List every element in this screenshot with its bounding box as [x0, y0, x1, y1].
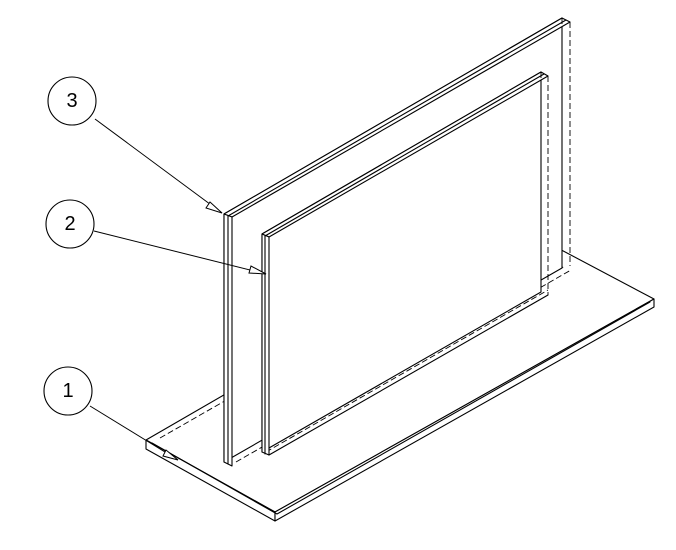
- balloon-2-label: 2: [64, 213, 75, 235]
- front-panel-edge-line: [264, 73, 545, 237]
- rear-panel-edge-line: [227, 19, 567, 217]
- balloon-3-circle: [47, 76, 97, 126]
- base-plate-edge-line: [151, 301, 651, 515]
- arrowhead-2: [248, 265, 267, 275]
- balloon-1: 1: [43, 366, 179, 461]
- leader-line-1: [89, 405, 179, 461]
- balloon-3-label: 3: [66, 90, 77, 112]
- base-plate-hidden-line: [265, 289, 549, 453]
- arrowhead-1: [162, 449, 179, 461]
- balloon-2: 2: [45, 199, 267, 275]
- balloon-1-circle: [43, 366, 93, 416]
- arrowhead-3: [205, 201, 223, 214]
- leader-line-3: [94, 118, 223, 214]
- front-panel: [261, 71, 549, 456]
- base-plate-right-edge: [274, 298, 655, 522]
- balloon-1-label: 1: [62, 380, 73, 402]
- front-panel-bottom-edge: [268, 294, 549, 456]
- balloon-2-circle: [45, 199, 95, 249]
- balloon-3: 3: [47, 76, 223, 214]
- leader-line-2: [93, 230, 267, 275]
